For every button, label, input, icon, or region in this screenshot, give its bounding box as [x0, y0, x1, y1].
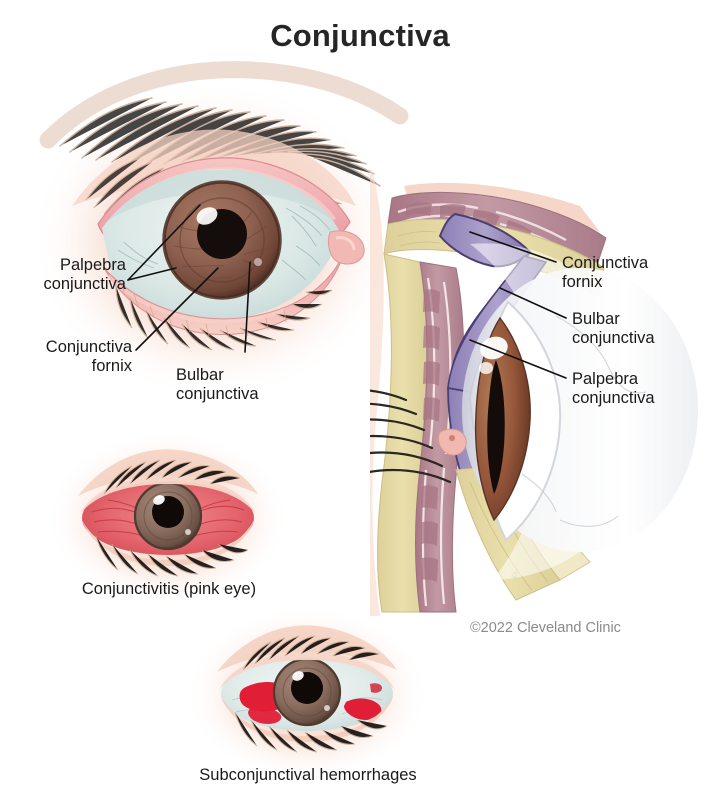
label-conjunctiva-fornix-left: Conjunctiva fornix: [45, 338, 132, 375]
leader-palpebra-right: [469, 339, 567, 379]
hemorrhage-lashes: [234, 635, 388, 753]
pupil-profile: [487, 360, 505, 494]
leader-bulbar-left: [244, 261, 251, 353]
label-bulbar-conjunctiva-left: Bulbar conjunctiva: [176, 366, 259, 403]
copyright-notice: ©2022 Cleveland Clinic: [470, 620, 621, 636]
iris-main: [162, 180, 282, 300]
main-eye-illustration: [30, 61, 409, 400]
hemorrhage-illustration: [185, 606, 429, 782]
label-palpebra-conjunctiva-left: Palpebra conjunctiva: [43, 256, 126, 293]
leader-palpebra-left-b: [127, 267, 177, 281]
iris-conjunctivitis: [133, 481, 203, 551]
label-conjunctiva-fornix-right: Conjunctiva fornix: [562, 254, 649, 291]
cross-section-lashes: [370, 389, 452, 484]
leader-lines: [127, 204, 567, 379]
cornea-highlight: [196, 207, 218, 225]
caption-conjunctivitis: Conjunctivitis (pink eye): [81, 580, 257, 598]
cross-section-illustration: ɞ: [370, 170, 698, 616]
page-title: Conjunctiva: [270, 18, 450, 53]
conjunctivitis-illustration: [46, 430, 290, 606]
leader-palpebra-left: [127, 204, 201, 281]
iris-hemorrhage: [272, 657, 342, 727]
caruncle: [327, 230, 365, 265]
leader-bulbar-right: [499, 287, 567, 319]
label-bulbar-conjunctiva-right: Bulbar conjunctiva: [572, 310, 655, 347]
leader-fornix-right: [469, 231, 557, 263]
sclera-vessels: [117, 205, 331, 281]
hemorrhage-patch-right: [344, 698, 382, 720]
eyeball-main: [102, 169, 340, 321]
leader-fornix-left: [135, 267, 219, 351]
label-palpebra-conjunctiva-right: Palpebra conjunctiva: [572, 370, 655, 407]
conjunctivitis-lashes: [95, 459, 249, 577]
caption-subconjunctival-hemorrhages: Subconjunctival hemorrhages: [199, 766, 417, 784]
eye-globe-profile: [462, 243, 698, 581]
